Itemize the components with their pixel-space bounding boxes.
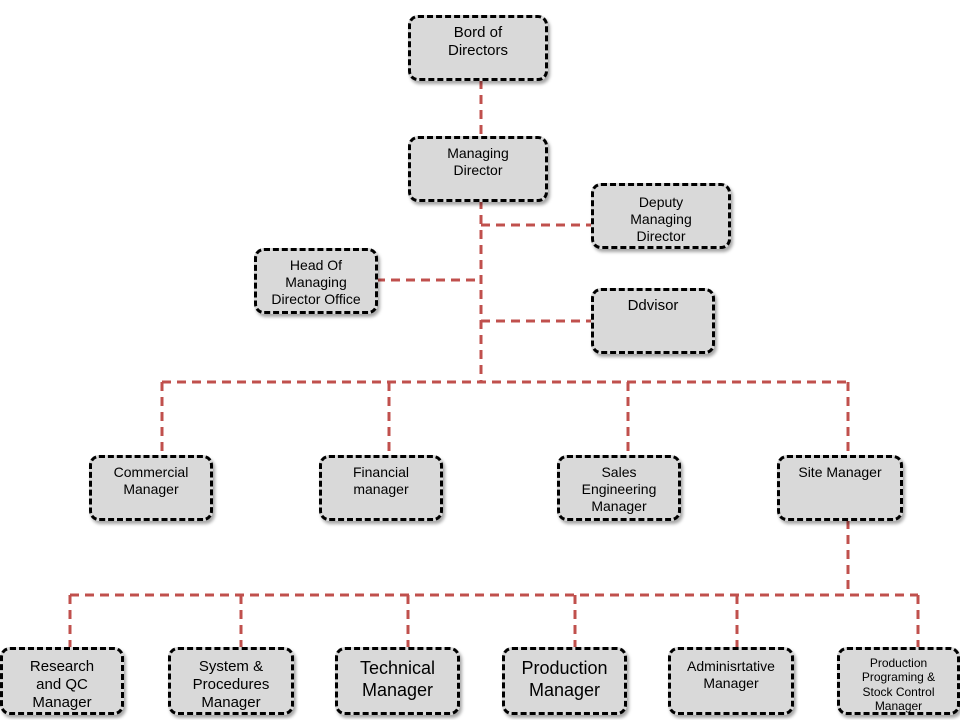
site-manager-box: Site Manager [777,455,903,521]
advisor-box: Ddvisor [591,288,715,354]
sales-engineering-manager-box: Sales Engineering Manager [557,455,681,521]
production-manager-label: Production Manager [521,658,608,700]
system-procedures-manager-box: System & Procedures Manager [168,647,294,715]
research-qc-manager-label: Research and QC Manager [29,658,95,711]
deputy-managing-director-box: Deputy Managing Director [591,183,731,249]
administrative-manager-box: Adminisrtative Manager [668,647,794,715]
financial-manager-label: Financial manager [352,464,410,497]
managing-director-label: Managing Director [447,145,509,178]
head-of-md-office-label: Head Of Managing Director Office [271,257,361,307]
administrative-manager-label: Adminisrtative Manager [687,658,775,691]
board-of-directors-box: Bord of Directors [408,15,548,81]
site-manager-label: Site Manager [798,464,882,480]
head-of-md-office-box: Head Of Managing Director Office [254,248,378,314]
financial-manager-box: Financial manager [319,455,443,521]
advisor-label: Ddvisor [627,297,679,314]
system-procedures-manager-label: System & Procedures Manager [192,658,270,711]
deputy-managing-director-label: Deputy Managing Director [630,194,692,244]
production-manager-box: Production Manager [502,647,627,715]
production-programing-stock-control-manager-box: Production Programing & Stock Control Ma… [837,647,960,715]
technical-manager-box: Technical Manager [335,647,460,715]
sales-engineering-manager-label: Sales Engineering Manager [581,464,657,514]
commercial-manager-label: Commercial Manager [113,464,189,497]
research-qc-manager-box: Research and QC Manager [0,647,124,715]
technical-manager-label: Technical Manager [359,658,436,700]
managing-director-box: Managing Director [408,136,548,202]
board-of-directors-label: Bord of Directors [447,24,508,59]
commercial-manager-box: Commercial Manager [89,455,213,521]
production-programing-stock-control-manager-label: Production Programing & Stock Control Ma… [861,656,936,714]
